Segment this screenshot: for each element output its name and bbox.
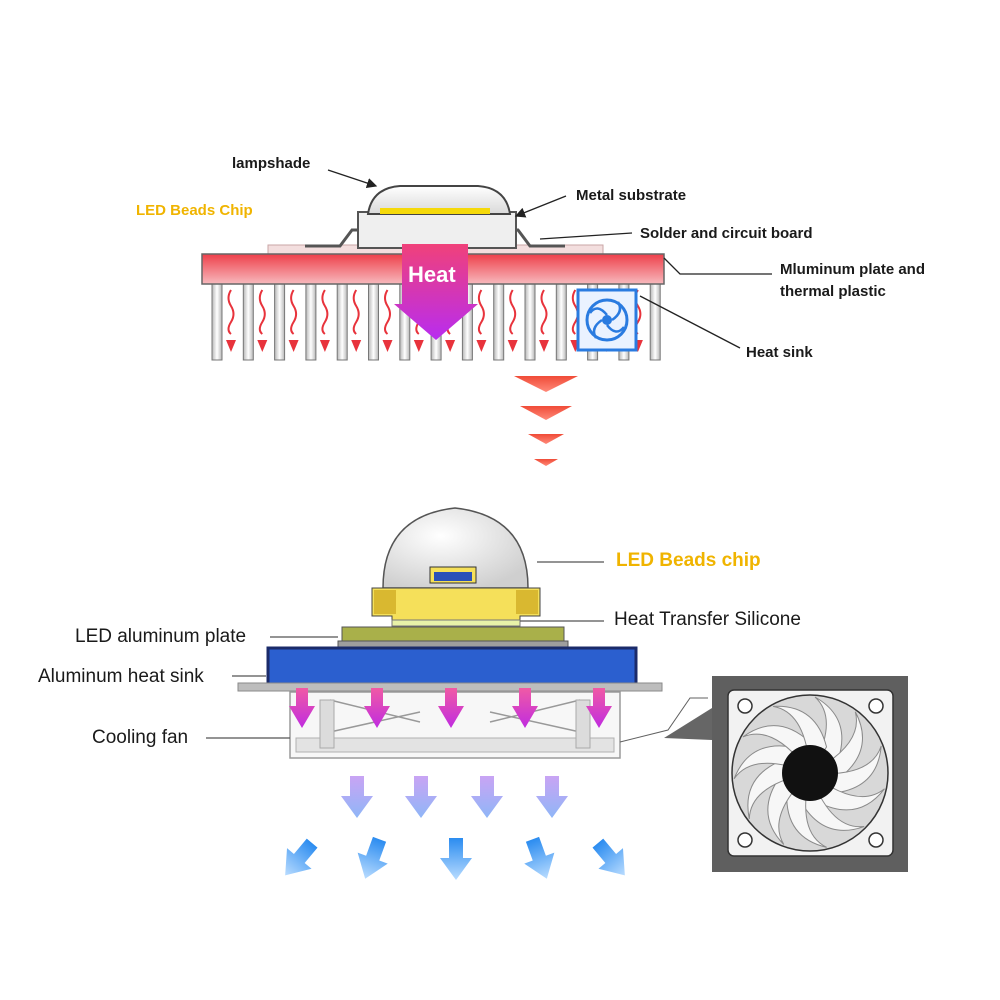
bottom-dome-lens [382,507,529,589]
top-lampshade [366,185,512,215]
heat-transfer-silicone [391,619,521,627]
heat-wave [227,289,235,335]
label-cooling-fan: Cooling fan [92,727,189,748]
heat-sink-fin [368,283,379,361]
heat-wave [384,289,391,335]
label-led-beads-chip-top: LED Beads Chip [136,202,253,219]
airflow-arrow [440,838,472,880]
bottom-leader-lines [206,561,708,743]
heat-wave [352,289,360,335]
heat-sink-fin [274,283,286,361]
label-heat-transfer-silicone: Heat Transfer Silicone [614,609,801,630]
heat-wave [509,289,517,335]
label-lampshade: lampshade [232,155,311,172]
heat-sink-fin [336,283,348,361]
heat-wave [540,289,548,335]
heat-down-arrow [586,688,612,728]
heat-down-arrows [289,688,612,728]
heat-sink-fin [649,283,661,361]
heat-arrow [394,244,478,340]
airflow-arrow [524,836,555,879]
fan-hub [782,745,838,801]
top-chip [380,208,490,214]
led-aluminum-plate [341,626,565,642]
label-aluminum-heat-sink: Aluminum heat sink [38,666,204,687]
heat-wave-head [288,340,299,352]
airflow-arrow [471,776,503,818]
label-solder-circuit-board: Solder and circuit board [640,225,813,242]
heat-sink-fin [555,283,567,361]
heat-down-arrow [364,688,390,728]
top-leader-lines [327,169,772,349]
heat-wave [290,289,298,335]
heat-wave-head [226,340,236,352]
heat-sink-fin [211,283,223,361]
heat-down-arrow [438,688,464,728]
heat-wave-head [507,340,518,352]
label-metal-substrate: Metal substrate [576,187,687,204]
heat-sink-fin [305,283,317,361]
heat-wave-head [413,340,424,352]
airflow-arrow [536,776,568,818]
led-beads-base [371,587,541,623]
top-led-assembly [201,169,772,466]
heat-wave-head [257,340,268,352]
heat-wave-head [382,340,393,352]
cooling-fan-box [289,691,621,759]
heat-wave-head [539,340,549,352]
airflow-arrow [285,838,318,876]
solder-leg-left [305,228,362,248]
label-led-aluminum-plate: LED aluminum plate [75,626,247,647]
airflow-arrow [357,836,388,879]
heat-wave [321,289,329,335]
metal-substrate [357,211,517,249]
heat-down-arrow [289,688,315,728]
aluminum-heat-sink [266,646,638,686]
airflow-arrow [405,776,437,818]
bottom-led-assembly [206,507,908,880]
label-heat-sink: Heat sink [746,344,813,361]
label-aluminum-plate-line2: thermal plastic [780,283,886,300]
small-fan-icon [576,288,638,352]
heat-wave-head [319,340,330,352]
heat-wave [477,289,485,335]
label-led-beads-chip-bottom: LED Beads chip [616,550,761,571]
airflow-arrow [341,776,373,818]
heat-sink-fin [524,283,536,361]
heat-down-arrow [512,688,538,728]
heat-sink-fin [242,283,254,361]
heat-sink-fin [493,283,505,361]
heat-wave-head [445,340,456,352]
heat-flow-chevrons [514,376,578,466]
airflow-arrow [592,838,625,876]
airflow-arrows [285,776,625,880]
heat-wave-head [351,340,362,352]
fan-detail-panel [712,676,908,872]
callout-pointer [664,708,712,740]
label-aluminum-plate-line1: Mluminum plate and [780,261,926,278]
heat-wave-head [476,340,487,352]
heat-arrow-label: Heat [408,262,456,287]
heat-wave [258,289,266,335]
bottom-chip [434,572,472,581]
